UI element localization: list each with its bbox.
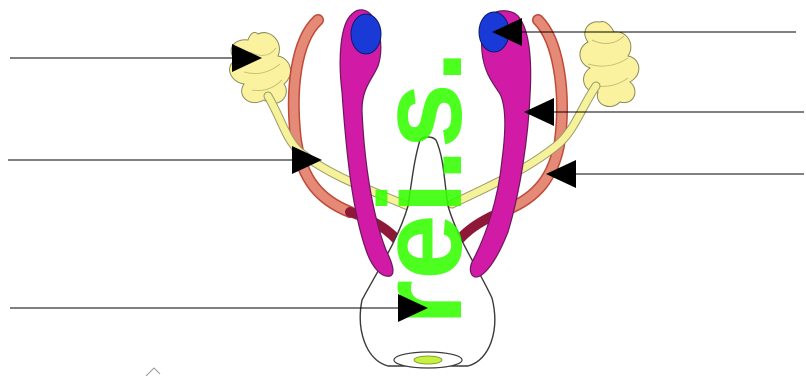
corner-mark (146, 368, 160, 376)
central-opening (414, 356, 442, 364)
watermark: rei.s. (355, 50, 487, 326)
left-organ-cap (351, 14, 381, 54)
pointer-right-3 (546, 160, 804, 188)
pointer-left-2 (8, 146, 322, 174)
pointer-left-1 (10, 44, 262, 72)
